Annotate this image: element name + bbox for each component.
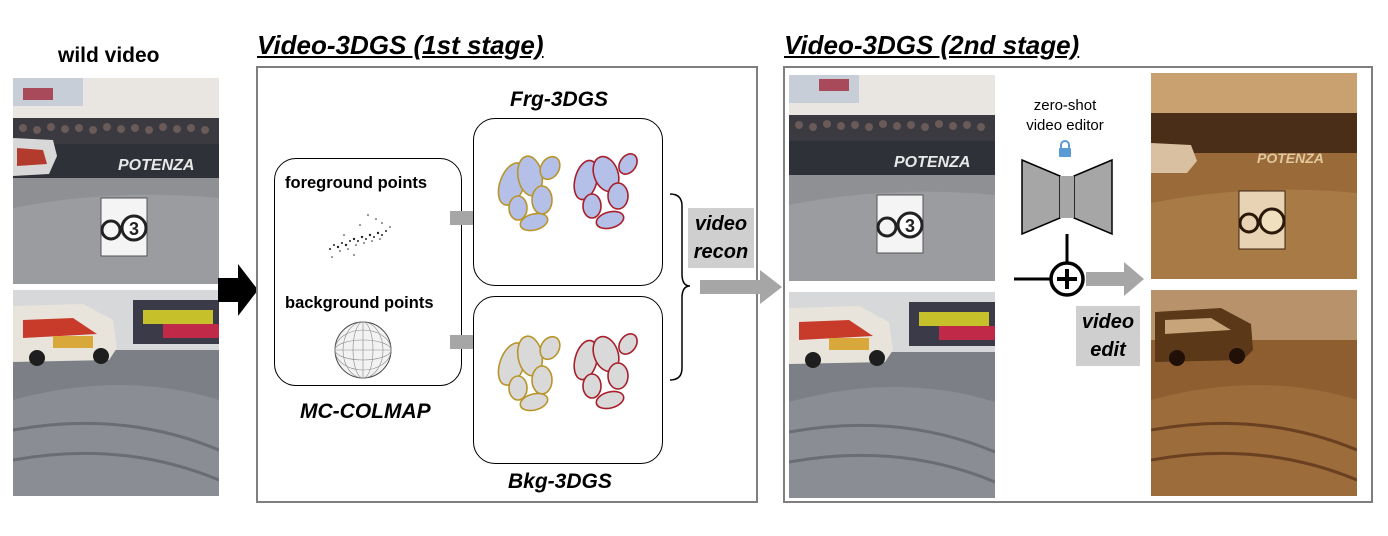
video-recon-label-line1: video — [694, 213, 748, 235]
video-edit-label: video edit — [1076, 306, 1140, 366]
add-node-icon — [1014, 234, 1085, 297]
svg-text:3: 3 — [905, 216, 915, 236]
edited-frame-1: POTENZA — [1151, 73, 1357, 279]
recon-frame-2 — [789, 292, 995, 498]
input-frame-1: POTENZA 3 — [13, 78, 219, 284]
edited-frame-2 — [1151, 290, 1357, 496]
video-recon-label: video recon — [688, 208, 754, 268]
bkg-gaussians — [497, 333, 638, 412]
foreground-point-cloud — [329, 214, 391, 258]
stage1-title: Video-3DGS (1st stage) — [257, 30, 544, 60]
foreground-points-label: foreground points — [285, 174, 428, 192]
svg-text:POTENZA: POTENZA — [894, 154, 970, 171]
bkg-3dgs-title: Bkg-3DGS — [508, 470, 612, 493]
editor-label-line2: video editor — [1026, 117, 1104, 134]
stage2-title: Video-3DGS (2nd stage) — [784, 30, 1080, 60]
lock-icon — [1059, 140, 1071, 157]
mc-colmap-caption: MC-COLMAP — [300, 400, 431, 423]
recon-brace — [669, 193, 691, 381]
stage1-to-stage2-arrow — [700, 270, 782, 304]
svg-text:POTENZA: POTENZA — [1257, 150, 1324, 166]
editor-label-line1: zero-shot — [1033, 97, 1097, 114]
video-edit-label-line2: edit — [1090, 339, 1126, 361]
svg-text:POTENZA: POTENZA — [118, 157, 194, 174]
editor-label: zero-shot video editor — [1010, 96, 1120, 136]
video-editor-icon — [1021, 158, 1113, 236]
background-point-cloud — [334, 321, 392, 379]
frg-gaussians — [497, 153, 638, 232]
background-points-label: background points — [285, 294, 434, 312]
recon-frame-1: POTENZA 3 — [789, 75, 995, 281]
video-edit-label-line1: video — [1081, 311, 1135, 333]
input-to-stage1-arrow — [218, 264, 258, 316]
edit-output-arrow — [1086, 262, 1144, 296]
frg-3dgs-title: Frg-3DGS — [510, 88, 609, 111]
stage2-panel — [783, 66, 1373, 503]
input-frame-2 — [13, 290, 219, 496]
wild-video-title: wild video — [58, 44, 160, 67]
svg-text:3: 3 — [129, 219, 139, 239]
video-recon-label-line2: recon — [693, 241, 749, 263]
